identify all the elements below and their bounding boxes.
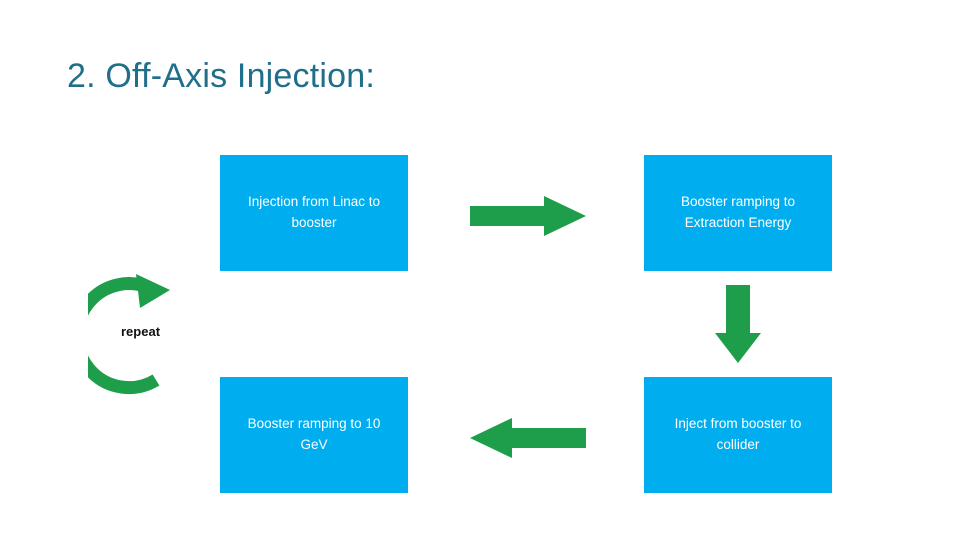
page-title: 2. Off-Axis Injection:	[67, 57, 376, 95]
repeat-label: repeat	[121, 324, 161, 339]
arrow-left-icon	[470, 418, 586, 458]
arrow-down-icon	[715, 285, 761, 363]
process-box-label: Injection from Linac to booster	[247, 194, 381, 230]
process-box-label: Booster ramping to 10 GeV	[247, 416, 381, 452]
process-box-inject-to-collider[interactable]: Inject from booster to collider	[644, 377, 832, 493]
process-box-label: Booster ramping to Extraction Energy	[680, 194, 796, 230]
process-box-booster-ramping-extraction[interactable]: Booster ramping to Extraction Energy	[644, 155, 832, 271]
arrow-repeat-curved-icon	[88, 274, 170, 395]
arrow-right-icon	[470, 196, 586, 236]
process-box-label: Inject from booster to collider	[674, 416, 802, 452]
process-box-injection-from-linac[interactable]: Injection from Linac to booster	[220, 155, 408, 271]
process-box-booster-ramping-10gev[interactable]: Booster ramping to 10 GeV	[220, 377, 408, 493]
